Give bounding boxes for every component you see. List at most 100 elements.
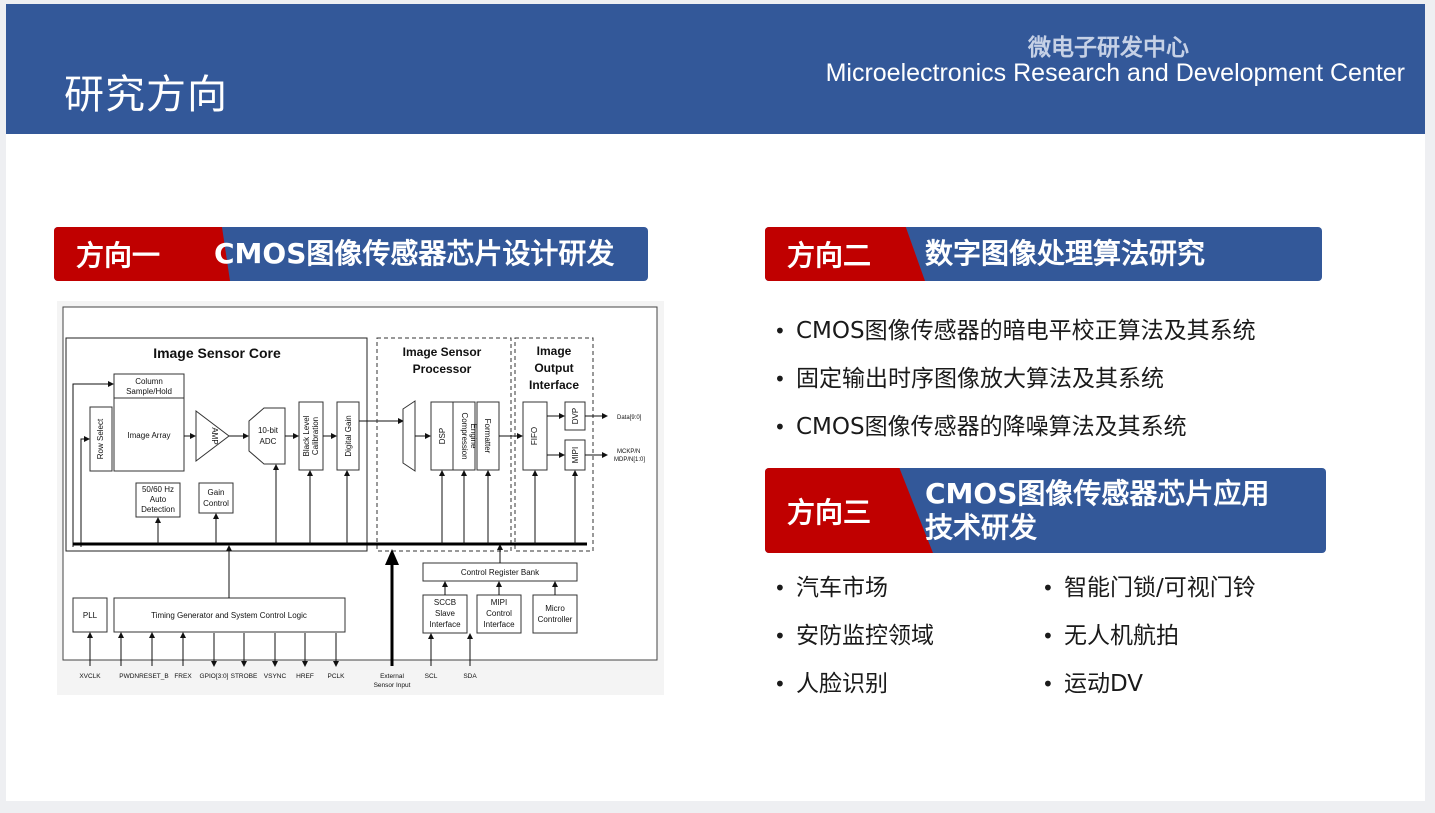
micro-label-1: Micro (545, 604, 565, 613)
mipic-label-3: Interface (483, 620, 515, 629)
pin-href: HREF (296, 673, 314, 680)
formatter-label: Formatter (483, 419, 492, 454)
micro-label-2: Controller (538, 615, 573, 624)
list-item-text: 运动DV (1064, 671, 1144, 697)
column-label-2: Sample/Hold (126, 387, 172, 396)
list-item-text: 固定输出时序图像放大算法及其系统 (796, 366, 1164, 392)
amp-label: AMP (210, 427, 219, 444)
list-item: • 固定输出时序图像放大算法及其系统 (774, 355, 1256, 403)
mck-label-1: MCKP/N (617, 449, 640, 455)
direction2-list: • CMOS图像传感器的暗电平校正算法及其系统 • 固定输出时序图像放大算法及其系统… (774, 307, 1256, 451)
list-item-text: 无人机航拍 (1064, 623, 1179, 649)
page-title: 研究方向 (64, 72, 228, 118)
direction3-banner: 方向三 CMOS图像传感器芯片应用 技术研发 (765, 468, 1326, 553)
auto-label-1: 50/60 Hz (142, 485, 174, 494)
list-item-text: 人脸识别 (796, 671, 888, 697)
pll-label: PLL (83, 611, 98, 620)
core-title: Image Sensor Core (153, 345, 281, 361)
bullet-dot: • (1042, 624, 1054, 648)
pin-vsync: VSYNC (264, 673, 287, 680)
pin-ext-2: Sensor Input (374, 682, 411, 689)
bullet-dot: • (774, 367, 786, 391)
list-item: • 安防监控领域 (774, 612, 934, 660)
adc-label-2: ADC (260, 437, 277, 446)
sccb-label-2: Slave (435, 609, 456, 618)
blc-label-1: Black Level (302, 415, 311, 456)
list-item-text: 汽车市场 (796, 575, 888, 601)
direction2-tag: 方向二 (787, 239, 872, 272)
header-banner: 研究方向 微电子研发中心 Microelectronics Research a… (6, 4, 1425, 134)
timing-label: Timing Generator and System Control Logi… (151, 611, 307, 620)
sensor-block-diagram: Image Sensor Core Column Sample/Hold Row… (57, 301, 664, 695)
bullet-dot: • (774, 576, 786, 600)
pin-strobe: STROBE (231, 673, 258, 680)
mipic-label-1: MIPI (491, 598, 507, 607)
direction3-title-line2: 技术研发 (925, 510, 1038, 544)
digital-gain-label: Digital Gain (344, 415, 353, 456)
processor-title-1: Image Sensor (403, 345, 482, 359)
direction1-title: CMOS图像传感器芯片设计研发 (214, 237, 615, 270)
pin-ext-1: External (380, 673, 404, 680)
crb-label: Control Register Bank (461, 568, 540, 577)
pin-sda: SDA (463, 673, 477, 680)
output-title-1: Image (537, 344, 572, 358)
org-name-cn: 微电子研发中心 (1028, 35, 1189, 61)
list-item: • 无人机航拍 (1042, 612, 1256, 660)
adc-label-1: 10-bit (258, 426, 279, 435)
direction3-tag: 方向三 (787, 495, 872, 529)
image-array-label: Image Array (127, 431, 170, 440)
comp-label-1: Compression (460, 412, 469, 459)
column-label-1: Column (135, 377, 163, 386)
pin-scl: SCL (425, 673, 438, 680)
sccb-label-3: Interface (429, 620, 461, 629)
slide: 研究方向 微电子研发中心 Microelectronics Research a… (6, 4, 1425, 801)
bullet-dot: • (774, 672, 786, 696)
pin-xvclk: XVCLK (79, 673, 101, 680)
list-item: • 人脸识别 (774, 660, 934, 708)
list-item: • CMOS图像传感器的暗电平校正算法及其系统 (774, 307, 1256, 355)
pin-frex: FREX (174, 673, 192, 680)
fifo-label: FIFO (530, 427, 539, 445)
list-item-text: 安防监控领域 (796, 623, 934, 649)
direction3-list-left: • 汽车市场 • 安防监控领域 • 人脸识别 (774, 564, 934, 708)
bullet-dot: • (774, 624, 786, 648)
dvp-label: DVP (571, 408, 580, 424)
direction2-title: 数字图像处理算法研究 (925, 237, 1206, 270)
processor-title-2: Processor (413, 362, 472, 376)
pin-pclk: PCLK (328, 673, 346, 680)
pin-pwdn: PWDNRESET_B (119, 673, 168, 680)
list-item: • 运动DV (1042, 660, 1256, 708)
sccb-label-1: SCCB (434, 598, 456, 607)
bullet-dot: • (1042, 576, 1054, 600)
gain-label-2: Control (203, 499, 229, 508)
gain-label-1: Gain (208, 488, 225, 497)
output-title-3: Interface (529, 378, 579, 392)
list-item-text: 智能门锁/可视门铃 (1064, 575, 1256, 601)
list-item-text: CMOS图像传感器的暗电平校正算法及其系统 (796, 318, 1256, 344)
bullet-dot: • (774, 415, 786, 439)
list-item: • 智能门锁/可视门铃 (1042, 564, 1256, 612)
pin-gpio: GPIO[3:0] (200, 673, 229, 680)
list-item: • CMOS图像传感器的降噪算法及其系统 (774, 403, 1256, 451)
auto-label-2: Auto (150, 495, 167, 504)
list-item-text: CMOS图像传感器的降噪算法及其系统 (796, 414, 1187, 440)
direction3-title: CMOS图像传感器芯片应用 技术研发 (925, 468, 1269, 553)
dsp-label: DSP (438, 428, 447, 444)
mipi-label: MIPI (571, 447, 580, 463)
direction2-banner: 方向二 数字图像处理算法研究 (765, 227, 1322, 281)
bullet-dot: • (774, 319, 786, 343)
auto-label-3: Detection (141, 505, 175, 514)
mck-label-2: MDP/N[1:0] (614, 457, 645, 463)
direction3-title-line1: CMOS图像传感器芯片应用 (925, 476, 1270, 510)
data-out-label: Data[9:0] (617, 415, 642, 421)
blc-label-2: Calibration (311, 417, 320, 455)
org-name-en: Microelectronics Research and Developmen… (825, 59, 1405, 87)
direction1-tag: 方向一 (76, 239, 161, 272)
direction3-list-right: • 智能门锁/可视门铃 • 无人机航拍 • 运动DV (1042, 564, 1256, 708)
mipic-label-2: Control (486, 609, 512, 618)
output-title-2: Output (534, 361, 573, 375)
row-select-label: Row Select (96, 418, 105, 459)
list-item: • 汽车市场 (774, 564, 934, 612)
direction1-banner: 方向一 CMOS图像传感器芯片设计研发 (54, 227, 648, 281)
bullet-dot: • (1042, 672, 1054, 696)
